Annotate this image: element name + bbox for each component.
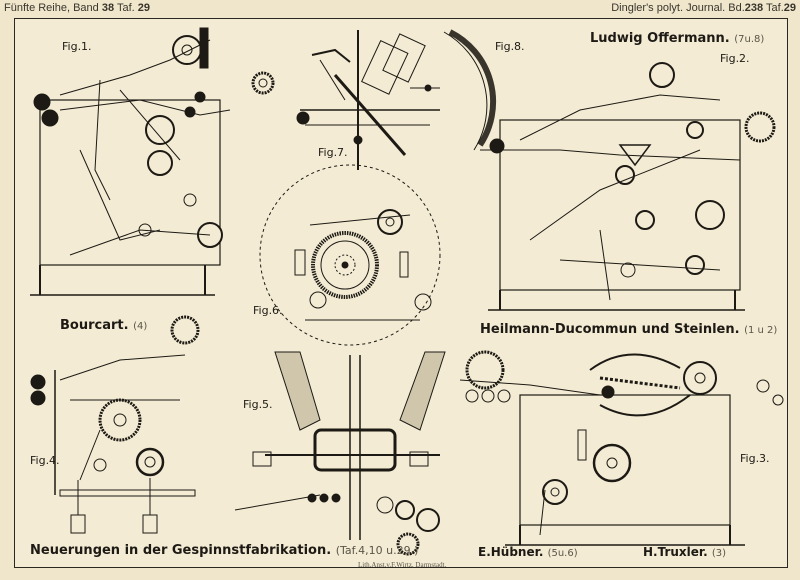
inventor-truxler-ref: (3) (711, 548, 727, 559)
header-journal: Dingler's polyt. Journal. Bd. (611, 2, 745, 14)
fig1-label: Fig.1. (62, 40, 92, 53)
fig4-label: Fig.4. (30, 454, 60, 467)
header-journal-band: 238 (744, 2, 764, 14)
fig3-label: Fig.3. (740, 452, 770, 465)
fig6-label: Fig.6. (253, 304, 283, 317)
inventor-offermann-ref: (7u.8) (734, 34, 765, 45)
fig3-drawing (459, 350, 784, 546)
inventor-huebner: E.Hübner. (5u.6) (478, 545, 578, 559)
fig2-label: Fig.2. (720, 52, 750, 65)
inventor-huebner-ref: (5u.6) (547, 548, 578, 559)
plate-title-ref: (Taf.4,10 u.29.) (335, 544, 419, 557)
fig8-drawing (410, 29, 497, 151)
fig6-drawing (259, 164, 441, 346)
plate-title: Neuerungen in der Gespinnstfabrikation. … (30, 543, 418, 558)
plate-title-text: Neuerungen in der Gespinnstfabrikation. (30, 543, 332, 558)
header-journal-taf: 29 (783, 2, 796, 14)
header-journal-taf-label: Taf. (763, 2, 784, 14)
fig1-drawing (30, 27, 275, 296)
header-taf: 29 (137, 2, 150, 14)
header-series: Fünfte Reihe, Band (4, 2, 102, 14)
fig5-label: Fig.5. (243, 398, 273, 411)
inventor-heilmann-ref: (1 u 2) (744, 325, 778, 336)
header-band: 38 (101, 2, 115, 14)
fig4-drawing (30, 315, 200, 534)
inventor-huebner-name: E.Hübner. (478, 545, 544, 559)
fig8-label: Fig.8. (495, 40, 525, 53)
inventor-offermann: Ludwig Offermann. (7u.8) (590, 31, 764, 46)
inventor-offermann-name: Ludwig Offermann. (590, 31, 730, 46)
inventor-heilmann-name: Heilmann-Ducommun und Steinlen. (480, 322, 740, 337)
fig5-drawing (234, 351, 446, 556)
inventor-bourcart-ref: (4) (133, 321, 148, 332)
fig7-drawing (296, 30, 440, 170)
printer-credit: Lith.Anst.v.F.Wirtz, Darmstadt. (358, 561, 447, 569)
header-left: Fünfte Reihe, Band 38 Taf. 29 (4, 2, 150, 14)
fig2-drawing (480, 62, 776, 311)
inventor-truxler: H.Truxler. (3) (643, 545, 726, 559)
inventor-heilmann: Heilmann-Ducommun und Steinlen. (1 u 2) (480, 322, 777, 337)
header-taf-label: Taf. (114, 2, 138, 14)
inventor-bourcart-name: Bourcart. (60, 318, 129, 333)
header-right: Dingler's polyt. Journal. Bd.238 Taf.29 (611, 2, 796, 14)
fig7-label: Fig.7. (318, 146, 348, 159)
inventor-truxler-name: H.Truxler. (643, 545, 708, 559)
inventor-bourcart: Bourcart. (4) (60, 318, 147, 333)
